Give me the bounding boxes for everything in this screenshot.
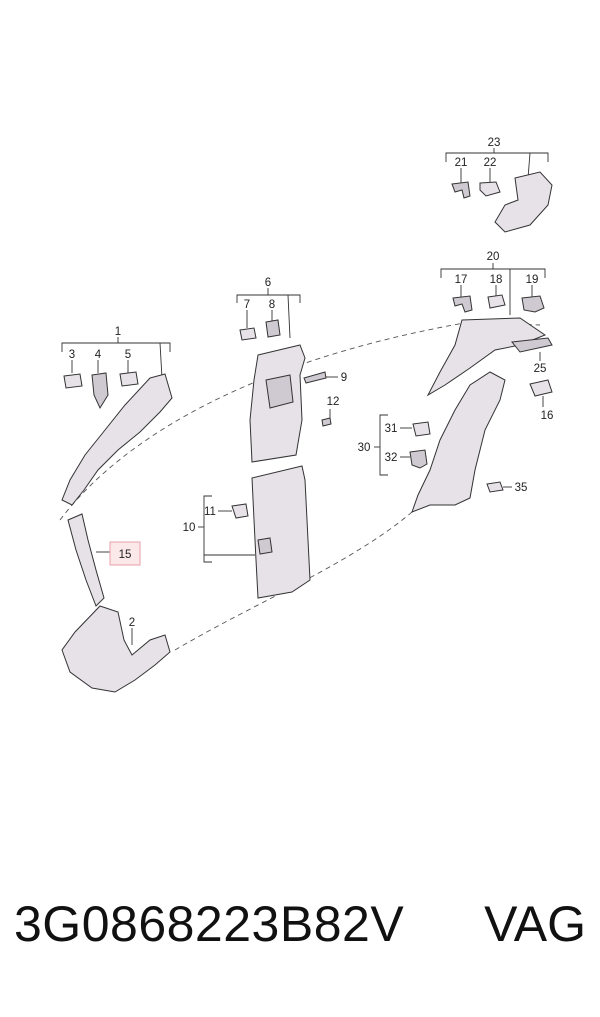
b-pillar-lower-trim <box>251 465 311 599</box>
clip-5-icon <box>119 371 139 387</box>
bracket-23 <box>445 152 549 162</box>
callout-22: 22 <box>484 157 497 169</box>
callout-12: 12 <box>327 396 340 408</box>
part-9-strip <box>303 371 327 384</box>
b-pillar-lower-recess <box>257 537 273 555</box>
clip-7-icon <box>239 327 257 341</box>
callout-31: 31 <box>385 423 398 435</box>
callout-18: 18 <box>490 274 503 286</box>
callout-16: 16 <box>541 410 554 422</box>
bracket-10 <box>203 495 212 563</box>
callout-23: 23 <box>488 137 501 149</box>
callout-1: 1 <box>115 326 121 338</box>
clip-19-icon <box>521 295 545 313</box>
footer: 3G0868223B82V VAG <box>0 895 600 985</box>
bracket-6 <box>236 294 301 303</box>
brand-label: VAG <box>484 896 586 952</box>
clip-17-icon <box>452 295 473 313</box>
seal-strip-15 <box>67 513 105 607</box>
trim-20-panel <box>426 317 547 397</box>
callout-6: 6 <box>265 277 271 289</box>
callout-3: 3 <box>69 349 75 361</box>
clip-11-icon <box>231 503 249 519</box>
callout-10: 10 <box>183 522 196 534</box>
clip-18-icon <box>487 294 506 309</box>
callout-30: 30 <box>358 442 371 454</box>
a-pillar-trim <box>61 373 173 506</box>
callout-15-highlight <box>109 541 141 566</box>
callout-32: 32 <box>385 452 398 464</box>
callout-8: 8 <box>269 299 275 311</box>
part-number: 3G0868223B82V <box>14 896 405 952</box>
callout-15: 15 <box>119 549 132 561</box>
screw-12-icon <box>321 417 332 427</box>
bracket-30 <box>379 414 388 476</box>
clip-4-icon <box>91 372 109 410</box>
callout-7: 7 <box>244 299 250 311</box>
trim-23-panel <box>494 171 553 233</box>
bracket-1 <box>61 342 171 352</box>
callout-4: 4 <box>95 349 102 361</box>
clip-22-icon <box>479 181 501 197</box>
callout-17: 17 <box>455 274 468 286</box>
clip-35-icon <box>486 481 504 493</box>
interior-outline-upper <box>59 321 541 521</box>
callout-21: 21 <box>455 157 468 169</box>
clip-32-icon <box>409 449 428 469</box>
callout-35: 35 <box>515 482 528 494</box>
clip-16-icon <box>529 379 553 397</box>
callout-9: 9 <box>341 372 347 384</box>
callout-25: 25 <box>534 363 547 375</box>
callout-11: 11 <box>204 506 216 518</box>
callout-20: 20 <box>487 251 500 263</box>
c-pillar-lower-trim <box>411 371 506 513</box>
b-pillar-recess <box>265 374 294 409</box>
clip-3-icon <box>63 373 83 389</box>
part-25-strip <box>511 337 553 353</box>
clip-31-icon <box>412 421 431 437</box>
interior-outline-lower <box>174 504 421 651</box>
clip-21-icon <box>451 181 471 199</box>
callout-19: 19 <box>526 274 539 286</box>
callout-2: 2 <box>129 617 135 629</box>
clip-8-icon <box>265 319 281 338</box>
kick-panel-2 <box>61 605 171 693</box>
callout-5: 5 <box>125 349 131 361</box>
